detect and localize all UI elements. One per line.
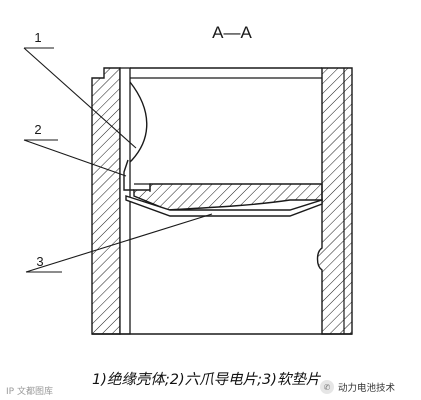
watermark-right: ✆ 动力电池技术 [320,378,395,396]
left-wall-outer [91,67,121,335]
wechat-icon: ✆ [320,380,334,394]
housing-section: A—A 1 2 3 [23,23,353,335]
soft-gasket [125,195,323,217]
callout-3: 3 [36,254,43,269]
claw-conductor-leg [123,159,134,191]
leader-2 [23,139,127,177]
leader-3 [25,213,213,273]
caption: 1)绝缘壳体;2)六爪导电片;3)软垫片 [92,372,321,388]
leader-1 [23,47,137,149]
callout-2: 2 [34,122,41,137]
watermark-right-text: 动力电池技术 [338,383,396,394]
shoulder-block [133,183,323,211]
watermark-left: IP 文都图库 [6,387,53,397]
section-label: A—A [212,23,252,42]
callout-1: 1 [34,30,41,45]
claw-conductor-bulge [129,81,148,163]
